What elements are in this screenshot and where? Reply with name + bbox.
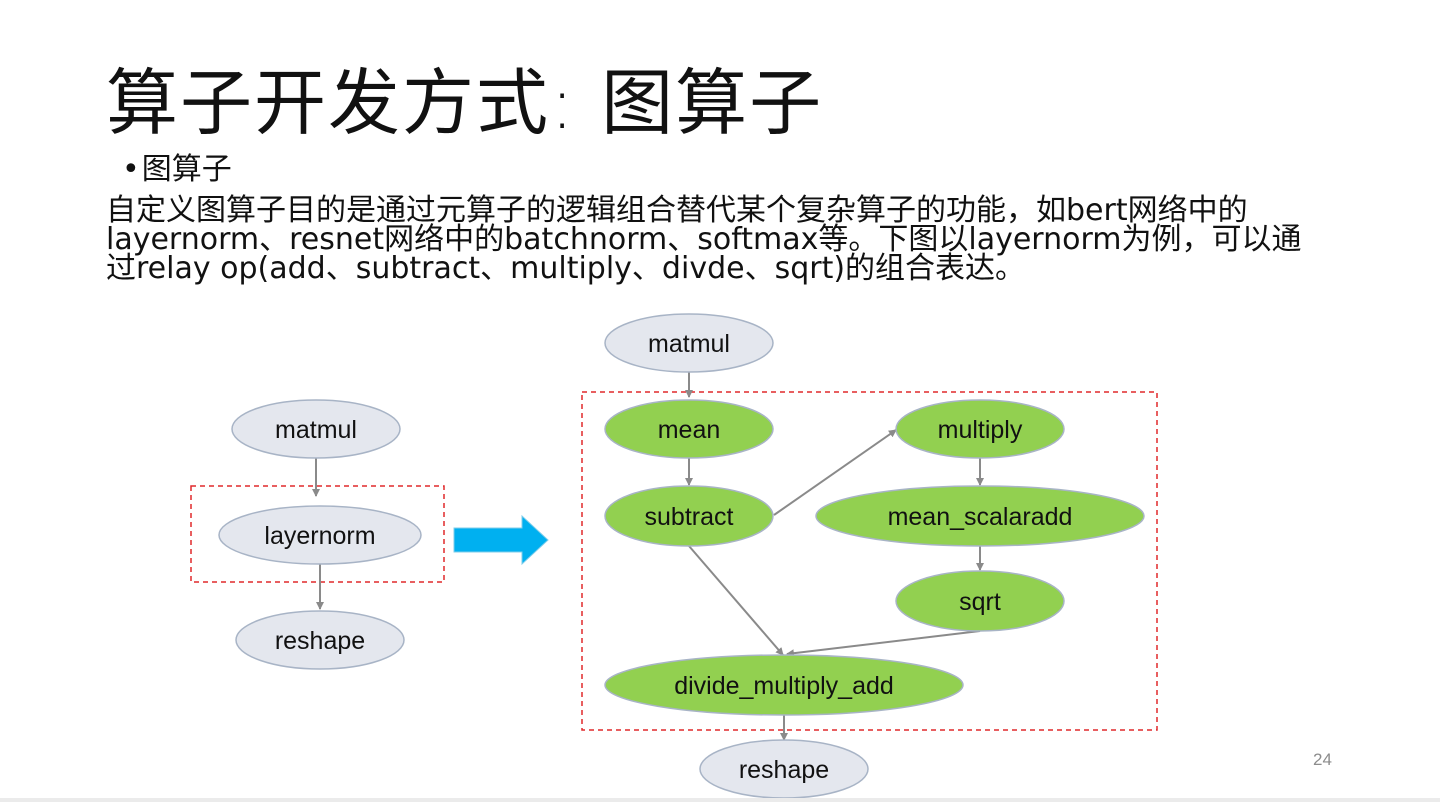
left-fusion-box [190, 485, 445, 583]
page-number: 24 [1313, 750, 1332, 769]
transform-arrow [453, 514, 549, 566]
node-right-reshape: reshape [699, 739, 869, 799]
svg-text:mean_scalaradd: mean_scalaradd [888, 503, 1073, 531]
node-left-layernorm: layernorm [218, 505, 422, 565]
node-left-matmul: matmul [231, 399, 401, 459]
bottom-strip [0, 798, 1440, 802]
description-text: 自定义图算子目的是通过元算子的逻辑组合替代某个复杂算子的功能，如bert网络中的… [106, 193, 1302, 286]
node-right-matmul: matmul [604, 313, 774, 373]
node-mean: mean [604, 399, 774, 459]
svg-text:reshape: reshape [275, 627, 365, 655]
node-multiply: multiply [895, 399, 1065, 459]
svg-text:reshape: reshape [739, 756, 829, 784]
edge-subtract-divide [688, 545, 784, 656]
node-sqrt: sqrt [895, 570, 1065, 632]
svg-text:multiply: multiply [938, 416, 1023, 444]
svg-text:sqrt: sqrt [959, 588, 1001, 616]
right-fusion-box [581, 391, 1158, 731]
svg-text:layernorm: layernorm [264, 522, 375, 550]
bullet-item: 图算子 [122, 152, 232, 188]
node-left-reshape: reshape [235, 610, 405, 670]
svg-text:subtract: subtract [645, 503, 734, 531]
svg-text:matmul: matmul [275, 416, 357, 444]
svg-text:mean: mean [658, 416, 721, 444]
node-subtract: subtract [604, 485, 774, 547]
node-mean-scalaradd: mean_scalaradd [815, 485, 1145, 547]
svg-text:divide_multiply_add: divide_multiply_add [674, 672, 894, 700]
edge-sqrt-divide [786, 630, 981, 658]
svg-text:matmul: matmul [648, 330, 730, 358]
node-divide-multiply-add: divide_multiply_add [604, 654, 964, 716]
edge-subtract-multiply [773, 429, 897, 516]
slide-title: 算子开发方式: 图算子 [106, 61, 824, 145]
